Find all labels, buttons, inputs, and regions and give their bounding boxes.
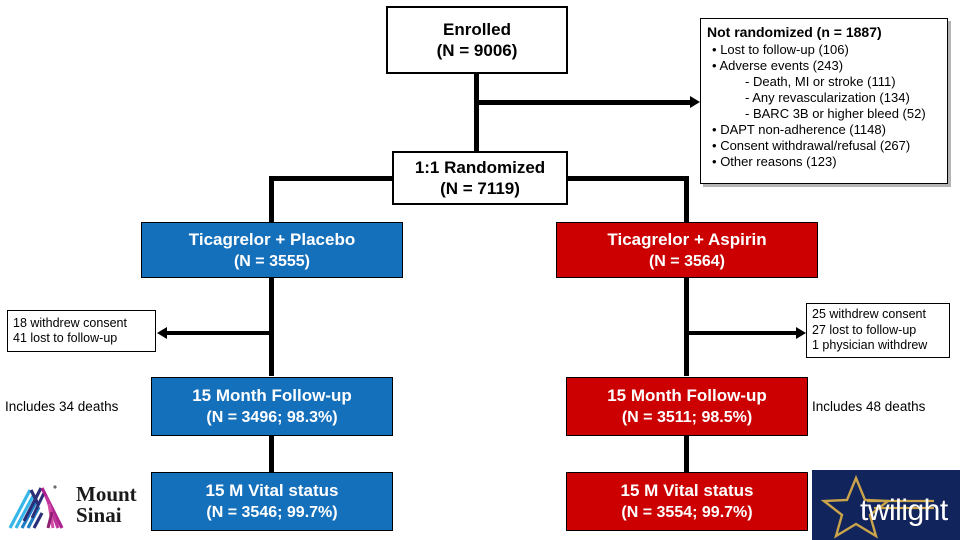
node-followup-right-title: 15 Month Follow-up (607, 386, 767, 405)
bullet-icon: • (712, 42, 717, 57)
node-enrolled-count: (N = 9006) (436, 41, 518, 60)
node-followup-right: 15 Month Follow-up (N = 3511; 98.5%) (566, 377, 808, 436)
node-arm-left-count: (N = 3555) (233, 252, 311, 270)
attrition-right-line2: 27 lost to follow-up (812, 322, 917, 337)
attrition-right-line1: 25 withdrew consent (812, 307, 926, 322)
list-item: - Death, MI or stroke (111) (707, 74, 941, 90)
dash-icon: - (745, 106, 750, 121)
list-item-text: Other reasons (123) (720, 154, 837, 169)
node-vital-left: 15 M Vital status (N = 3546; 99.7%) (151, 472, 393, 531)
attrition-left-line1: 18 withdrew consent (13, 315, 127, 330)
twilight-star-icon (820, 474, 934, 539)
node-enrolled-title: Enrolled (442, 20, 511, 39)
connector-left-attrition (167, 331, 272, 335)
list-item: • DAPT non-adherence (1148) (707, 122, 941, 138)
node-followup-left-title: 15 Month Follow-up (192, 386, 352, 405)
arrow-left-attrition-icon (157, 327, 167, 339)
dash-icon: - (745, 90, 750, 105)
not-randomized-title: Not randomized (n = 1887) (707, 24, 882, 40)
arrow-to-notrandomized-icon (690, 96, 700, 108)
connector-enrolled-to-notrandomized (474, 100, 692, 105)
list-item: • Lost to follow-up (106) (707, 42, 941, 58)
panel-attrition-right: 25 withdrew consent 27 lost to follow-up… (806, 303, 950, 358)
list-item-text: BARC 3B or higher bleed (52) (752, 106, 926, 121)
connector-down-right-arm (684, 176, 689, 223)
node-vital-right: 15 M Vital status (N = 3554; 99.7%) (566, 472, 808, 531)
connector-left-followup-to-vital (269, 436, 274, 472)
attrition-right-line3: 1 physician withdrew (812, 338, 928, 353)
mount-sinai-line1: Mount (76, 482, 137, 506)
list-item-text: Any revascularization (134) (752, 90, 910, 105)
node-followup-right-count: (N = 3511; 98.5%) (621, 409, 753, 426)
list-item-text: DAPT non-adherence (1148) (720, 122, 886, 137)
node-randomized-title: 1:1 Randomized (414, 158, 546, 177)
node-followup-left-count: (N = 3496; 98.3%) (206, 409, 338, 426)
list-item-text: Consent withdrawal/refusal (267) (720, 138, 911, 153)
list-item: • Other reasons (123) (707, 154, 941, 170)
connector-right-followup-to-vital (684, 436, 689, 472)
node-enrolled: Enrolled (N = 9006) (386, 6, 568, 74)
list-item-text: Death, MI or stroke (111) (752, 74, 896, 89)
arrow-right-attrition-icon (796, 327, 806, 339)
connector-right-attrition (686, 331, 798, 335)
node-randomized-count: (N = 7119) (440, 179, 520, 198)
mount-sinai-line2: Sinai (76, 503, 122, 527)
node-randomized: 1:1 Randomized (N = 7119) (392, 151, 568, 205)
mount-sinai-wordmark: Mount Sinai (76, 484, 137, 526)
registered-mark-icon (53, 485, 57, 489)
label-deaths-left: Includes 34 deaths (5, 399, 119, 414)
attrition-left-line2: 41 lost to follow-up (13, 331, 118, 345)
list-item: - Any revascularization (134) (707, 90, 941, 106)
node-followup-left: 15 Month Follow-up (N = 3496; 98.3%) (151, 377, 393, 436)
node-arm-right: Ticagrelor + Aspirin (N = 3564) (556, 222, 818, 278)
mount-sinai-mountain-icon (8, 485, 64, 529)
connector-enrolled-down (474, 73, 479, 178)
bullet-icon: • (712, 122, 717, 137)
list-item: • Consent withdrawal/refusal (267) (707, 138, 941, 154)
bullet-icon: • (712, 58, 717, 73)
list-item: • Adverse events (243) (707, 58, 941, 74)
list-item: - BARC 3B or higher bleed (52) (707, 106, 941, 122)
list-item-text: Adverse events (243) (719, 58, 844, 73)
node-arm-right-count: (N = 3564) (648, 252, 726, 270)
label-deaths-right: Includes 48 deaths (812, 399, 926, 414)
not-randomized-list: • Lost to follow-up (106) • Adverse even… (707, 42, 941, 170)
bullet-icon: • (712, 138, 717, 153)
bullet-icon: • (712, 154, 717, 169)
panel-attrition-left: 18 withdrew consent 41 lost to follow-up (7, 310, 156, 352)
dash-icon: - (745, 74, 750, 89)
panel-not-randomized: Not randomized (n = 1887) • Lost to foll… (700, 18, 948, 184)
node-arm-left-title: Ticagrelor + Placebo (188, 229, 356, 249)
node-vital-left-count: (N = 3546; 99.7%) (206, 504, 338, 521)
twilight-logo: twilight (812, 470, 960, 540)
node-vital-right-title: 15 M Vital status (620, 481, 754, 500)
list-item-text: Lost to follow-up (106) (720, 42, 849, 57)
connector-left-arm-to-followup (269, 277, 274, 376)
connector-right-arm-to-followup (684, 277, 689, 376)
connector-down-left-arm (269, 176, 274, 223)
node-arm-right-title: Ticagrelor + Aspirin (607, 229, 767, 249)
node-vital-left-title: 15 M Vital status (205, 481, 339, 500)
twilight-wordmark: twilight (860, 494, 948, 527)
mount-sinai-logo: Mount Sinai (8, 478, 138, 532)
node-vital-right-count: (N = 3554; 99.7%) (621, 504, 753, 521)
node-arm-left: Ticagrelor + Placebo (N = 3555) (141, 222, 403, 278)
